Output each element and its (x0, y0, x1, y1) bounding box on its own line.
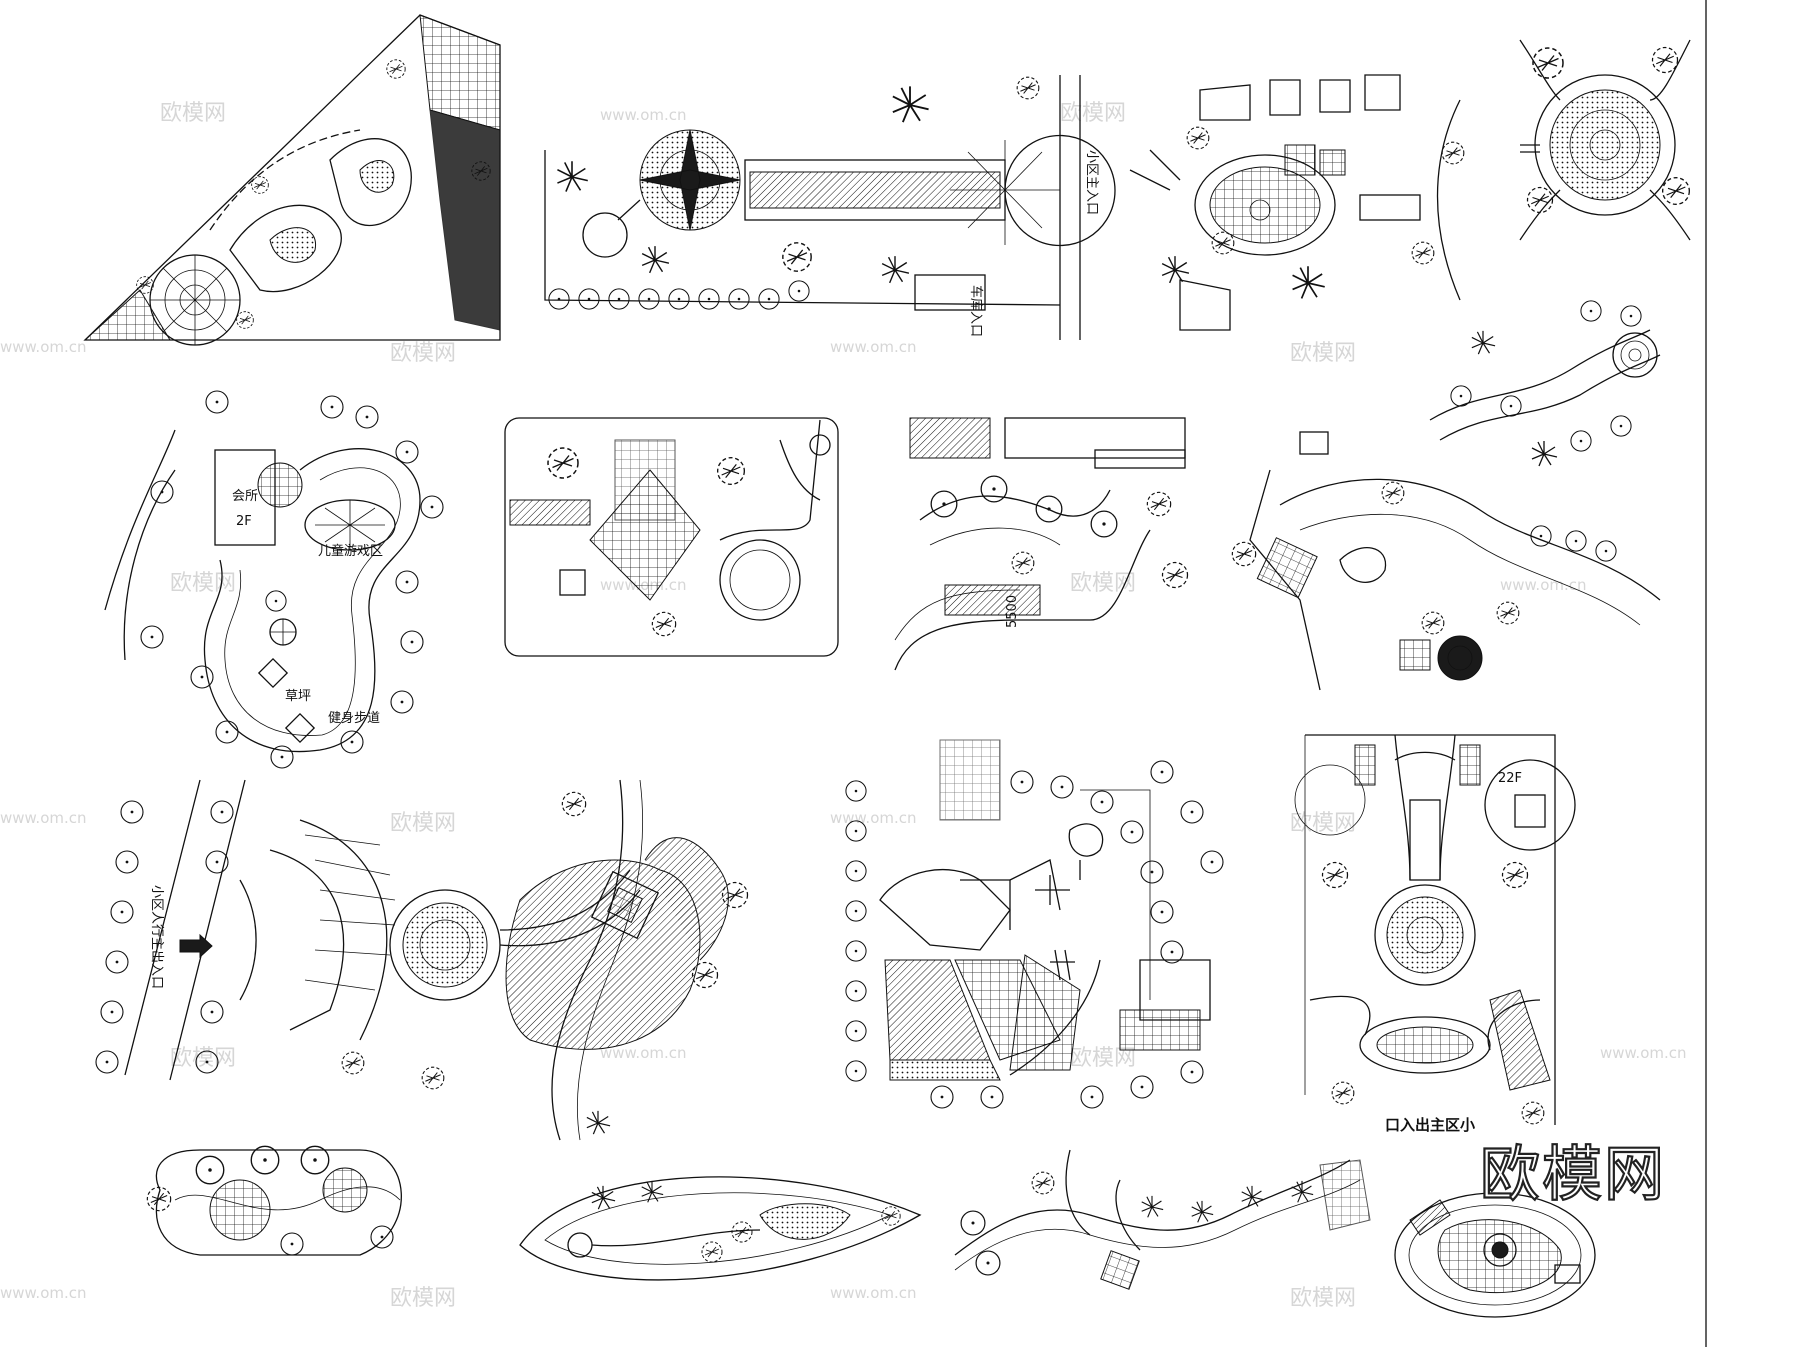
watermark-url: www.om.cn (600, 106, 687, 124)
label-pedestrian-entrance: 小区人行主出入口 (149, 885, 164, 989)
plan-diamond-plaza (504, 417, 839, 657)
plan-tree-ring-court (845, 739, 1224, 1109)
watermark-brand: 欧模网 (1290, 811, 1356, 836)
label-clubhouse-floors: 2F (236, 514, 252, 529)
plan-roundabout (1519, 39, 1691, 241)
label-gate-sign: 车库入口 (968, 285, 984, 337)
label-lawn: 草坪 (285, 689, 311, 704)
watermark-brand: 欧模网 (390, 341, 456, 366)
watermark-url: www.om.cn (830, 1284, 917, 1302)
plan-triangle-garden (83, 14, 501, 346)
brand-logo: 欧模网 (1480, 1140, 1666, 1210)
plan-oval-plaza (1129, 74, 1465, 331)
watermark-url: www.om.cn (1600, 1044, 1687, 1062)
plan-winding-path (1429, 300, 1661, 467)
watermark-url: www.om.cn (600, 1044, 687, 1062)
label-entrance-top: 小区主入口 (1084, 150, 1099, 215)
label-kids-area: 儿童游戏区 (318, 543, 383, 559)
watermark-brand: 欧模网 (1070, 571, 1136, 596)
label-main-exit: 口入出主区小 (1385, 1116, 1475, 1134)
watermark-url: www.om.cn (830, 809, 917, 827)
label-clubhouse: 会所 (232, 489, 258, 504)
watermark-brand: 欧模网 (160, 101, 226, 126)
plan-boulevard: 小区主入口 车库入口 (544, 75, 1116, 340)
plan-meandering-stream (954, 1149, 1371, 1290)
plan-parking-court: 5500 (894, 417, 1189, 671)
watermark-layer: 欧模网 www.om.cn 欧模网 www.om.cn 欧模网 www.om.c… (0, 101, 1687, 1311)
watermark-url: www.om.cn (830, 338, 917, 356)
watermark-brand: 欧模网 (1290, 341, 1356, 366)
plan-oval-lawn (146, 1145, 402, 1256)
watermark-url: www.om.cn (0, 809, 87, 827)
watermark-brand: 欧模网 (170, 1046, 236, 1071)
label-fitness-path: 健身步道 (328, 710, 380, 726)
watermark-url: www.om.cn (1500, 576, 1587, 594)
plan-lens-garden (519, 1176, 922, 1281)
watermark-url: www.om.cn (0, 338, 87, 356)
watermark-brand: 欧模网 (1060, 101, 1126, 126)
watermark-brand: 欧模网 (390, 1286, 456, 1311)
watermark-brand: 欧模网 (1290, 1286, 1356, 1311)
plan-main-entrance-axis: 22F 口入出主区小 (1294, 734, 1576, 1134)
plan-oval-court (1394, 1192, 1596, 1318)
plan-pedestrian-plaza: 小区人行主出入口 (95, 779, 749, 1141)
label-dim-5500: 5500 (1005, 595, 1020, 628)
plan-organic-hillside (1231, 431, 1661, 691)
label-level-22f: 22F (1498, 771, 1522, 786)
watermark-brand: 欧模网 (390, 811, 456, 836)
watermark-brand: 欧模网 (170, 571, 236, 596)
plan-clubhouse: 会所 2F 儿童游戏区 草坪 健身步道 (104, 390, 444, 769)
watermark-url: www.om.cn (0, 1284, 87, 1302)
